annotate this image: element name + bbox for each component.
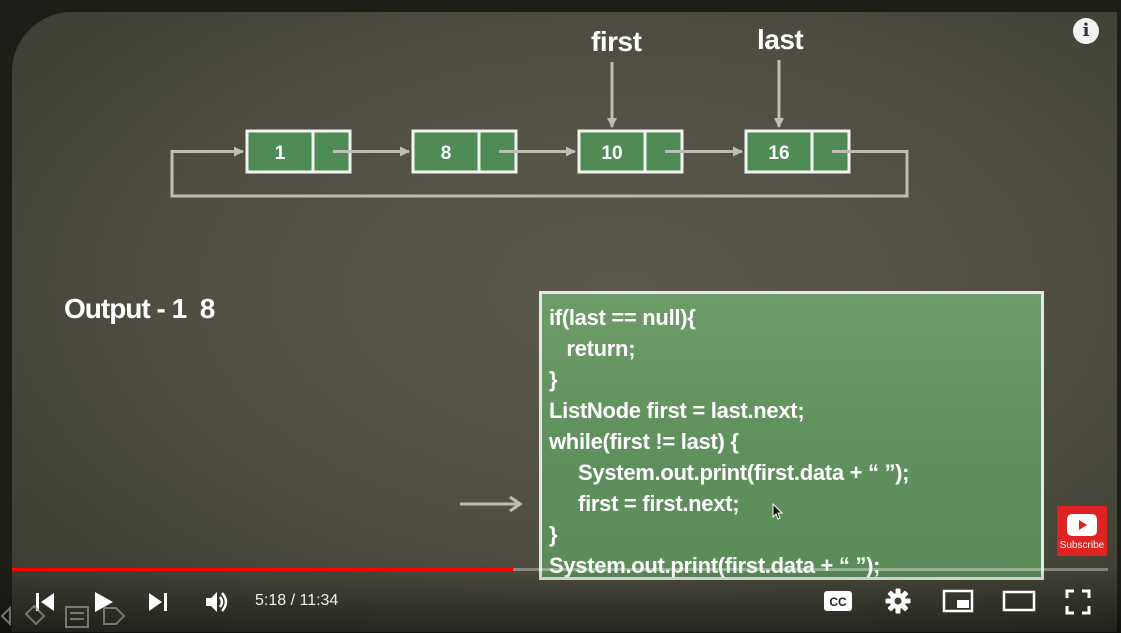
play-icon	[95, 592, 113, 612]
code-line: first = first.next;	[549, 491, 740, 516]
code-line: }	[549, 367, 558, 392]
node-box	[411, 129, 518, 174]
theater-icon	[1002, 590, 1036, 612]
play-button[interactable]	[90, 589, 116, 615]
volume-icon	[206, 592, 228, 612]
node-box	[577, 129, 684, 174]
node-value: 16	[768, 143, 789, 164]
progress-played	[12, 568, 513, 571]
previous-icon	[36, 593, 54, 611]
node-value: 10	[601, 143, 622, 164]
youtube-play-icon	[1067, 514, 1097, 536]
mouse-cursor-icon	[772, 503, 784, 520]
code-line: }	[549, 522, 558, 547]
settings-icon	[885, 588, 911, 614]
last-pointer-label: last	[757, 24, 804, 55]
first-pointer-label: first	[591, 26, 642, 57]
svg-text:CC: CC	[829, 595, 847, 609]
progress-bar[interactable]	[12, 568, 1108, 571]
list-node: 16	[744, 129, 851, 174]
code-line: return;	[549, 336, 636, 361]
code-box: if(last == null){ return; } ListNode fir…	[539, 291, 1044, 580]
code-line: if(last == null){	[549, 305, 696, 330]
subscribe-label: Subscribe	[1059, 540, 1105, 551]
volume-button[interactable]	[203, 588, 231, 616]
theater-button[interactable]	[1002, 590, 1036, 612]
next-button[interactable]	[146, 590, 170, 614]
controls-bar	[0, 565, 1121, 633]
code-line: System.out.print(first.data + “ ”);	[549, 460, 910, 485]
code-line: System.out.print(first.data + “ ”);	[549, 553, 880, 577]
fullscreen-icon	[1065, 589, 1091, 615]
list-node: 1	[245, 129, 352, 174]
captions-button[interactable]: CC	[823, 590, 853, 612]
miniplayer-button[interactable]	[942, 589, 974, 613]
node-value: 8	[441, 143, 452, 164]
node-value: 1	[275, 143, 286, 164]
fullscreen-button[interactable]	[1064, 588, 1092, 616]
output-text: Output - 1 8	[64, 293, 215, 324]
subscribe-button[interactable]: Subscribe	[1057, 506, 1107, 556]
previous-button[interactable]	[33, 590, 57, 614]
annotation-toolbar-icon[interactable]	[0, 600, 130, 633]
circular-arrow	[170, 146, 909, 198]
code-line: ListNode first = last.next;	[549, 398, 805, 423]
list-node: 8	[411, 129, 518, 174]
node-box	[245, 129, 352, 174]
miniplayer-icon	[942, 589, 974, 613]
captions-icon: CC	[824, 591, 852, 611]
code-pointer-arrow	[460, 495, 523, 513]
code-line: while(first != last) {	[549, 429, 739, 454]
list-node: 10	[577, 129, 684, 174]
next-icon	[149, 593, 167, 611]
info-icon[interactable]: i	[1073, 18, 1099, 44]
time-display: 5:18 / 11:34	[255, 592, 339, 609]
settings-button[interactable]	[884, 587, 912, 615]
